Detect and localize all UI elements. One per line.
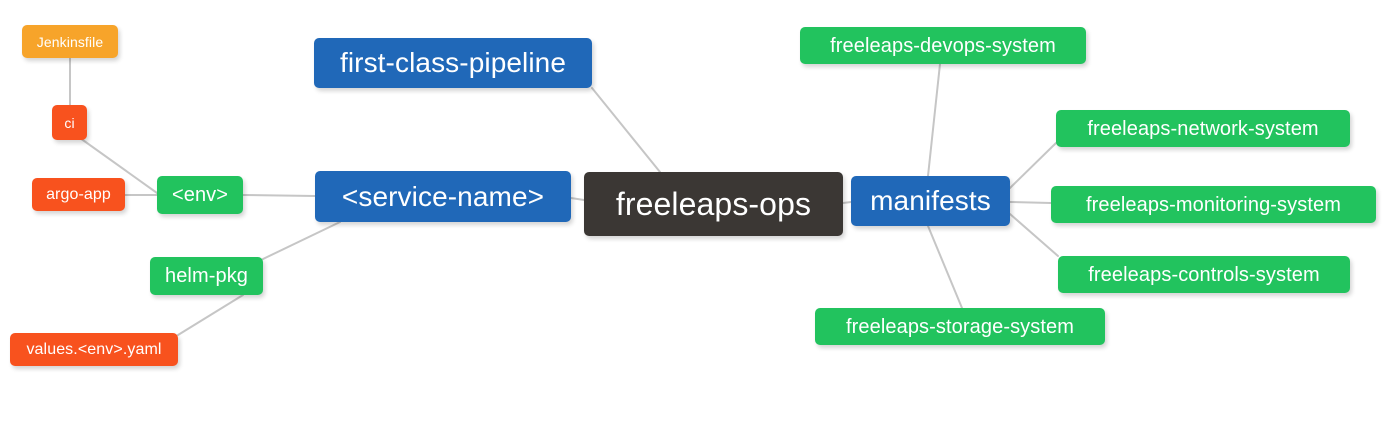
edge-freeleaps-ops-to-manifests <box>842 201 852 204</box>
edge-manifests-to-freeleaps-storage-system <box>927 225 963 309</box>
edge-helm-pkg-to-service-name <box>262 221 341 260</box>
node-label-jenkinsfile: Jenkinsfile <box>36 33 104 50</box>
node-values-yaml[interactable]: values.<env>.yaml <box>10 333 178 366</box>
node-label-helm-pkg: helm-pkg <box>164 265 249 287</box>
edge-values-yaml-to-helm-pkg <box>177 294 244 336</box>
node-freeleaps-devops-system[interactable]: freeleaps-devops-system <box>800 27 1086 64</box>
node-jenkinsfile[interactable]: Jenkinsfile <box>22 25 118 58</box>
node-label-manifests: manifests <box>870 185 991 216</box>
node-freeleaps-storage-system[interactable]: freeleaps-storage-system <box>815 308 1105 345</box>
node-ci[interactable]: ci <box>52 105 87 140</box>
node-label-env: <env> <box>171 184 229 206</box>
node-argo-app[interactable]: argo-app <box>32 178 125 211</box>
node-label-freeleaps-monitoring-system: freeleaps-monitoring-system <box>1085 193 1341 216</box>
node-freeleaps-network-system[interactable]: freeleaps-network-system <box>1056 110 1350 147</box>
node-label-freeleaps-devops-system: freeleaps-devops-system <box>830 34 1056 57</box>
node-label-freeleaps-controls-system: freeleaps-controls-system <box>1088 263 1320 286</box>
node-freeleaps-monitoring-system[interactable]: freeleaps-monitoring-system <box>1051 186 1376 223</box>
node-label-ci: ci <box>64 114 75 131</box>
node-label-first-class-pipeline: first-class-pipeline <box>339 47 567 78</box>
node-helm-pkg[interactable]: helm-pkg <box>150 257 263 295</box>
node-label-freeleaps-network-system: freeleaps-network-system <box>1087 117 1319 140</box>
edge-manifests-to-freeleaps-monitoring-system <box>1009 201 1052 204</box>
node-label-freeleaps-ops: freeleaps-ops <box>615 186 812 222</box>
node-freeleaps-controls-system[interactable]: freeleaps-controls-system <box>1058 256 1350 293</box>
edge-service-name-to-freeleaps-ops <box>570 197 585 201</box>
node-label-values-yaml: values.<env>.yaml <box>26 340 162 358</box>
node-freeleaps-ops[interactable]: freeleaps-ops <box>584 172 843 236</box>
edge-env-to-service-name <box>242 194 316 197</box>
node-label-service-name: <service-name> <box>341 180 545 212</box>
node-env[interactable]: <env> <box>157 176 243 214</box>
node-service-name[interactable]: <service-name> <box>315 171 571 222</box>
edge-first-class-pipeline-to-freeleaps-ops <box>591 87 661 173</box>
node-first-class-pipeline[interactable]: first-class-pipeline <box>314 38 592 88</box>
node-label-argo-app: argo-app <box>46 185 111 203</box>
node-label-freeleaps-storage-system: freeleaps-storage-system <box>845 315 1075 338</box>
edge-manifests-to-freeleaps-network-system <box>1009 142 1057 189</box>
edge-freeleaps-devops-system-to-manifests <box>927 63 941 177</box>
node-manifests[interactable]: manifests <box>851 176 1010 226</box>
